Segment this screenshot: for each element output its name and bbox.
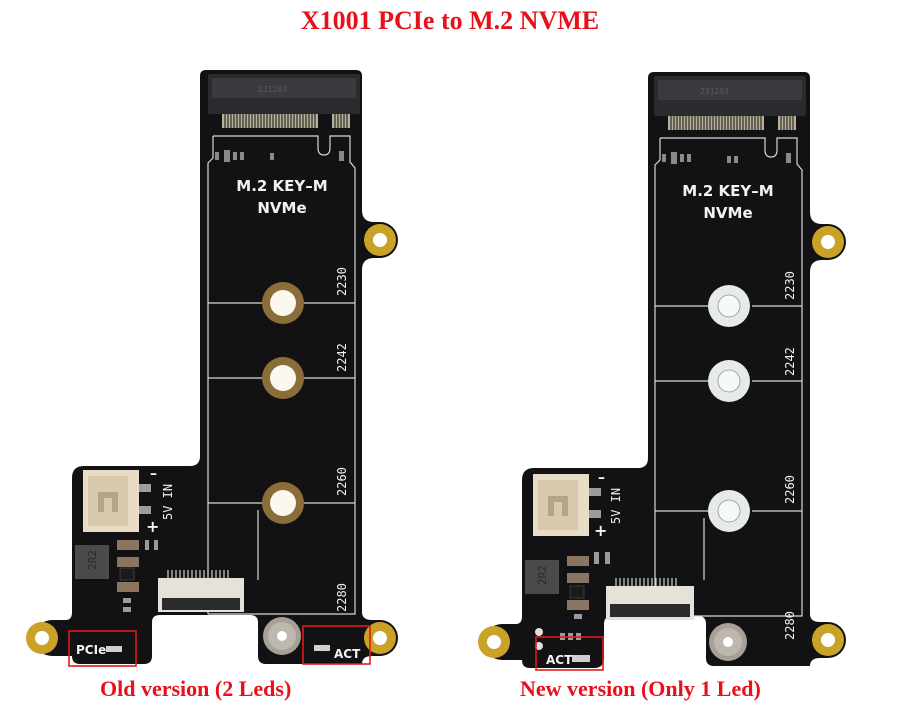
- act-led: [572, 655, 590, 662]
- highlight-act-led: [535, 636, 604, 671]
- inductor: [75, 545, 109, 579]
- led-label-pcie: PCIe: [76, 643, 106, 657]
- caption-new-version: New version (Only 1 Led): [520, 676, 761, 701]
- power-minus: –: [598, 470, 605, 486]
- size-label-2242: 2242: [335, 343, 349, 372]
- silk-header-line1: M.2 KEY–M: [236, 177, 327, 195]
- page-title: X1001 PCIe to M.2 NVME: [300, 6, 600, 35]
- power-connector: [533, 474, 601, 536]
- inductor-label: 2R2: [86, 550, 99, 570]
- power-label: 5V IN: [609, 488, 623, 524]
- size-label-2242: 2242: [783, 347, 797, 376]
- inductor-label: 2R2: [536, 565, 549, 585]
- led-label-act: ACT: [546, 653, 573, 667]
- size-label-2260: 2260: [335, 467, 349, 496]
- size-label-2230: 2230: [783, 271, 797, 300]
- fpc-connector: [158, 570, 244, 612]
- silk-header-line2: NVMe: [257, 199, 306, 217]
- led-label-act: ACT: [334, 647, 361, 661]
- caption-old-version: Old version (2 Leds): [100, 676, 292, 701]
- old-board-pcb: 231203 M.2 KEY–M NVMe 223: [26, 70, 398, 667]
- power-plus: +: [594, 521, 607, 540]
- silk-header-line2: NVMe: [703, 204, 752, 222]
- mount-holes-new: [708, 285, 750, 532]
- size-label-2280: 2280: [783, 611, 797, 640]
- size-label-2260: 2260: [783, 475, 797, 504]
- size-label-2230: 2230: [335, 267, 349, 296]
- highlight-pcie-led: [68, 630, 137, 667]
- m2-connector: 231203: [208, 74, 360, 128]
- power-minus: –: [150, 466, 157, 482]
- size-label-2280: 2280: [335, 583, 349, 612]
- mount-holes-old: [262, 282, 304, 524]
- svg-text:231203: 231203: [258, 85, 287, 94]
- power-plus: +: [146, 517, 159, 536]
- svg-text:231203: 231203: [700, 87, 729, 96]
- power-connector: [83, 470, 151, 532]
- highlight-act-led: [302, 625, 371, 665]
- power-label: 5V IN: [161, 484, 175, 520]
- new-board-pcb: 231203 M.2 KEY–M NVMe 2230 2242 2260 228…: [478, 72, 846, 671]
- act-led: [314, 645, 330, 651]
- m2-connector: 231203: [654, 76, 806, 130]
- silk-header-line1: M.2 KEY–M: [682, 182, 773, 200]
- pcie-led: [106, 646, 122, 652]
- inductor: [525, 560, 559, 594]
- fpc-connector: [606, 578, 694, 620]
